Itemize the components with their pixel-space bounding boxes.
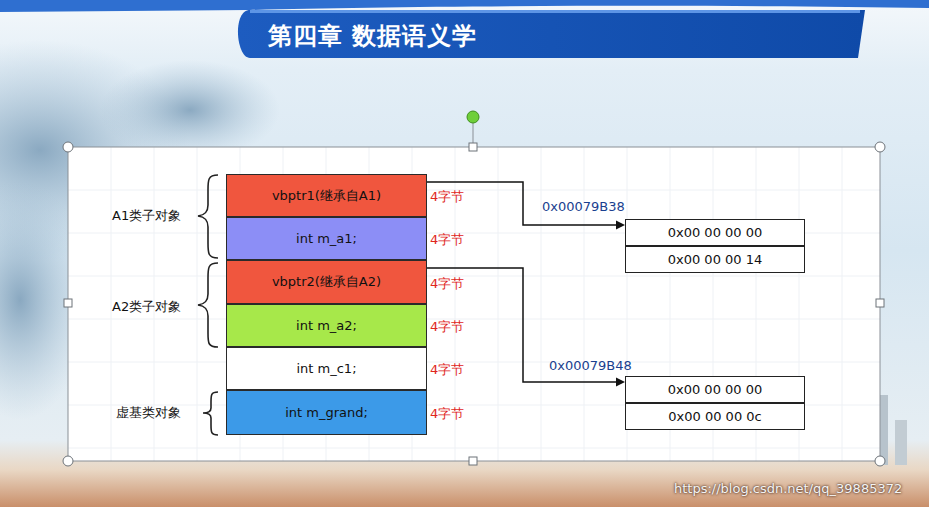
- curly-brace: [203, 392, 218, 435]
- vbptr-cell: vbptr1(继承自A1): [226, 174, 427, 217]
- cell-text: vbptr2(继承自A2): [272, 273, 381, 291]
- rotate-handle: [467, 111, 479, 123]
- group-braces: [198, 175, 218, 435]
- city-silhouette: [895, 420, 907, 465]
- member-cell: int m_a2;: [226, 304, 427, 347]
- vbtable-row: 0x00 00 00 0c: [625, 403, 805, 430]
- selection-frame: [68, 147, 880, 461]
- cell-text: int m_a2;: [296, 318, 357, 333]
- cell-text: 0x00 00 00 0c: [668, 409, 761, 424]
- size-note: 4字节: [430, 231, 464, 249]
- cell-text: vbptr1(继承自A1): [272, 187, 381, 205]
- cell-text: int m_c1;: [296, 361, 356, 376]
- cell-text: 0x00 00 00 00: [668, 382, 763, 397]
- canvas-ground: [68, 147, 880, 461]
- title-text: 第四章 数据语义学: [268, 22, 477, 50]
- city-silhouette: [880, 395, 888, 465]
- corner-handle: [875, 456, 885, 466]
- size-note: 4字节: [430, 188, 464, 206]
- slide-title: 第四章 数据语义学: [268, 20, 477, 52]
- group-label: 虚基类对象: [116, 404, 181, 422]
- watermark: https://blog.csdn.net/qq_39885372: [674, 481, 902, 496]
- group-label: A2类子对象: [112, 298, 181, 316]
- grid-lines: [68, 147, 880, 461]
- title-banner: [238, 10, 865, 58]
- corner-handle: [875, 142, 885, 152]
- side-handle: [64, 299, 72, 307]
- size-note: 4字节: [430, 405, 464, 423]
- curly-brace: [198, 263, 218, 347]
- curly-brace: [198, 175, 218, 258]
- member-cell: int m_a1;: [226, 217, 427, 260]
- corner-handle: [63, 456, 73, 466]
- cell-text: int m_grand;: [285, 405, 368, 420]
- address-label: 0x00079B38: [542, 199, 625, 214]
- arrowhead: [616, 378, 625, 387]
- member-cell: int m_c1;: [226, 347, 427, 390]
- corner-handle: [63, 142, 73, 152]
- arrowhead: [616, 221, 625, 230]
- cell-text: 0x00 00 00 14: [668, 252, 763, 267]
- side-handle: [876, 299, 884, 307]
- vbptr-cell: vbptr2(继承自A2): [226, 260, 427, 304]
- vbtable-row: 0x00 00 00 00: [625, 219, 805, 246]
- title-banner-sweep: [0, 0, 929, 12]
- group-label: A1类子对象: [112, 207, 181, 225]
- tree-shade: [100, 60, 280, 160]
- resize-handles: [63, 142, 885, 466]
- size-note: 4字节: [430, 275, 464, 293]
- virtual-base-cell: int m_grand;: [226, 390, 427, 435]
- vbtable-row: 0x00 00 00 00: [625, 376, 805, 403]
- canvas-grid: [68, 147, 880, 461]
- pointer-arrow: [427, 182, 625, 230]
- side-handle: [469, 143, 477, 151]
- banner-highlight: [250, 10, 860, 13]
- size-note: 4字节: [430, 361, 464, 379]
- cell-text: 0x00 00 00 00: [668, 225, 763, 240]
- size-note: 4字节: [430, 318, 464, 336]
- vbtable-row: 0x00 00 00 14: [625, 246, 805, 273]
- side-handle: [469, 457, 477, 465]
- cell-text: int m_a1;: [296, 231, 357, 246]
- address-label: 0x00079B48: [549, 358, 632, 373]
